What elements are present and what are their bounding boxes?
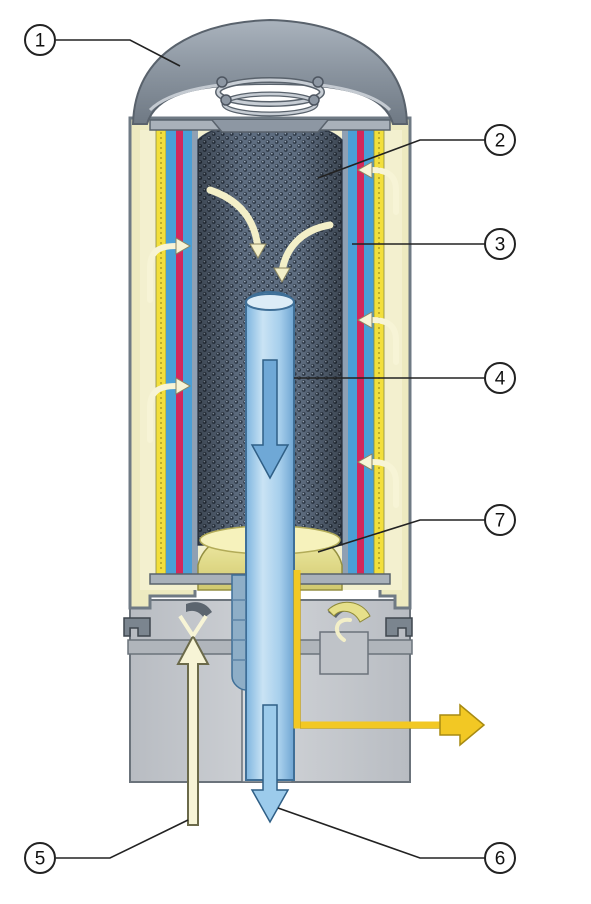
callout-4-label: 4 — [495, 369, 506, 390]
core-flow-arrows — [206, 186, 334, 276]
fuel-inlet-arrow — [176, 614, 210, 826]
filter-media-left — [155, 127, 198, 575]
water-curl-arrow — [334, 617, 352, 642]
callout-4: 4 — [484, 362, 516, 394]
callout-1: 1 — [24, 24, 56, 56]
callout-6-label: 6 — [495, 849, 506, 870]
core-flow-arrowheads — [249, 243, 291, 284]
filter-cap — [131, 18, 409, 125]
callout-5: 5 — [24, 842, 56, 874]
callout-2-label: 2 — [495, 131, 506, 152]
leader-lines — [56, 39, 486, 859]
center-tube — [231, 290, 295, 781]
tube-flow-arrows — [250, 359, 290, 824]
callout-2: 2 — [484, 124, 516, 156]
outer-flow-arrowheads — [175, 161, 373, 471]
outer-flow-arrows — [147, 167, 399, 508]
filter-media-right — [342, 127, 385, 575]
callout-3-label: 3 — [495, 235, 506, 256]
callout-3: 3 — [484, 228, 516, 260]
callout-6: 6 — [484, 842, 516, 874]
element-top-plate — [149, 119, 391, 133]
callout-5-label: 5 — [35, 849, 46, 870]
base-seals — [123, 601, 413, 637]
callout-7: 7 — [484, 504, 516, 536]
water-drain-line — [293, 570, 486, 747]
callout-7-label: 7 — [495, 511, 506, 532]
callout-1-label: 1 — [35, 31, 46, 52]
